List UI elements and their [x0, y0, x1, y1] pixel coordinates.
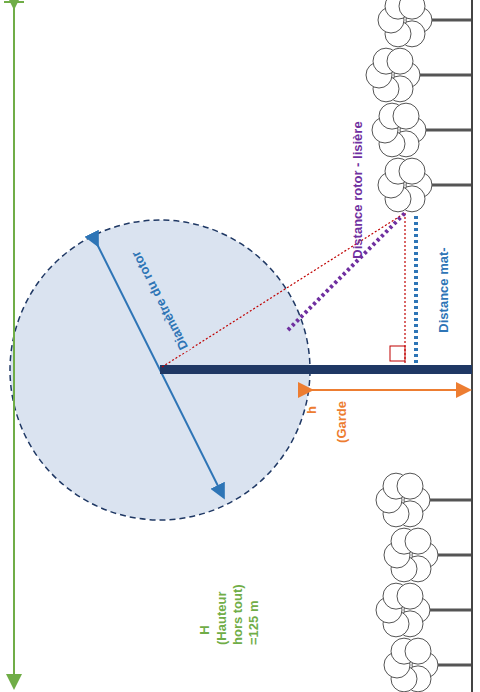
right-angle-mark: [390, 346, 405, 361]
rotor-edge-distance: [288, 213, 405, 330]
height-arrow: [13, 6, 15, 686]
clearance-label: (Garde: [334, 401, 350, 443]
ground-line: [471, 0, 473, 692]
forest-trees: [366, 0, 472, 692]
height-tick: [4, 1, 24, 3]
mast-edge-distance: [414, 216, 418, 364]
height-label: (Hauteur hors tout) =125 m: [214, 565, 262, 645]
clearance-symbol: h: [304, 406, 320, 414]
edge-drop-line: [404, 213, 405, 363]
hub-edge-line: [162, 213, 405, 367]
height-symbol: H: [197, 625, 213, 634]
rotor-label: Diamètre du rotor: [127, 245, 193, 354]
rotor-distance-label: Distance rotor - lisière: [350, 121, 366, 258]
mast-distance-label: Distance mat-: [436, 247, 452, 332]
tower-mast: [160, 365, 472, 374]
rotor-circle: Diamètre du rotor: [10, 220, 310, 520]
clearance-arrow: [310, 389, 468, 391]
